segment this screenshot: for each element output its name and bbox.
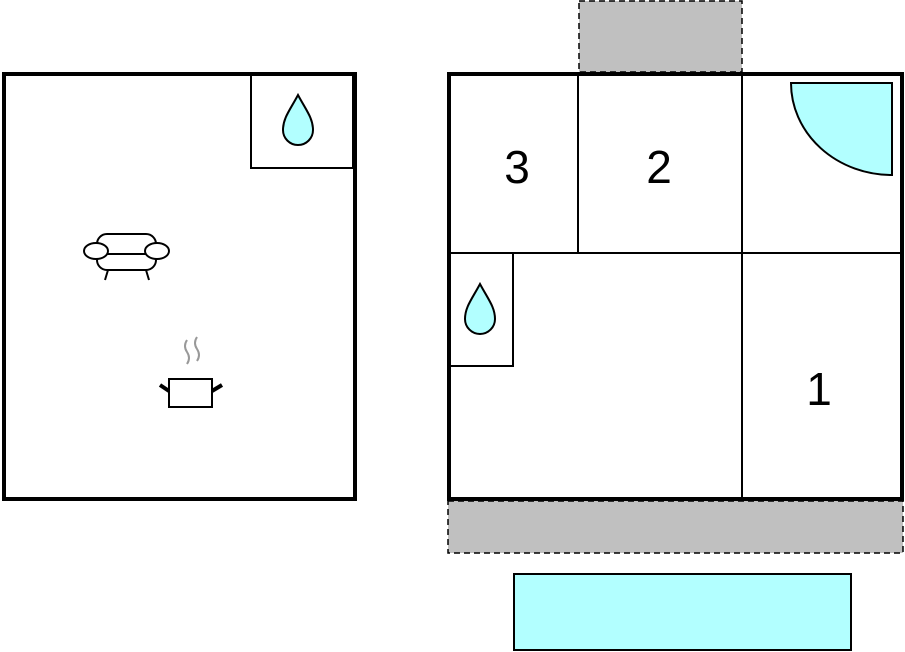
terrace-bottom bbox=[447, 500, 904, 554]
room-label-2: 2 bbox=[646, 141, 672, 193]
water-drop-icon bbox=[281, 92, 315, 146]
right-building: 3 2 1 bbox=[447, 72, 904, 501]
pool bbox=[513, 573, 852, 651]
room-label-1: 1 bbox=[806, 363, 832, 415]
shower-icon bbox=[789, 82, 893, 177]
bathroom-right bbox=[448, 252, 514, 367]
room-label-3: 3 bbox=[504, 141, 530, 193]
sofa-icon bbox=[83, 233, 170, 281]
cooking-pot-icon bbox=[158, 336, 224, 408]
terrace-top bbox=[578, 0, 743, 73]
water-drop-icon bbox=[463, 281, 497, 335]
bathroom-left bbox=[250, 73, 354, 169]
left-building bbox=[2, 72, 357, 501]
